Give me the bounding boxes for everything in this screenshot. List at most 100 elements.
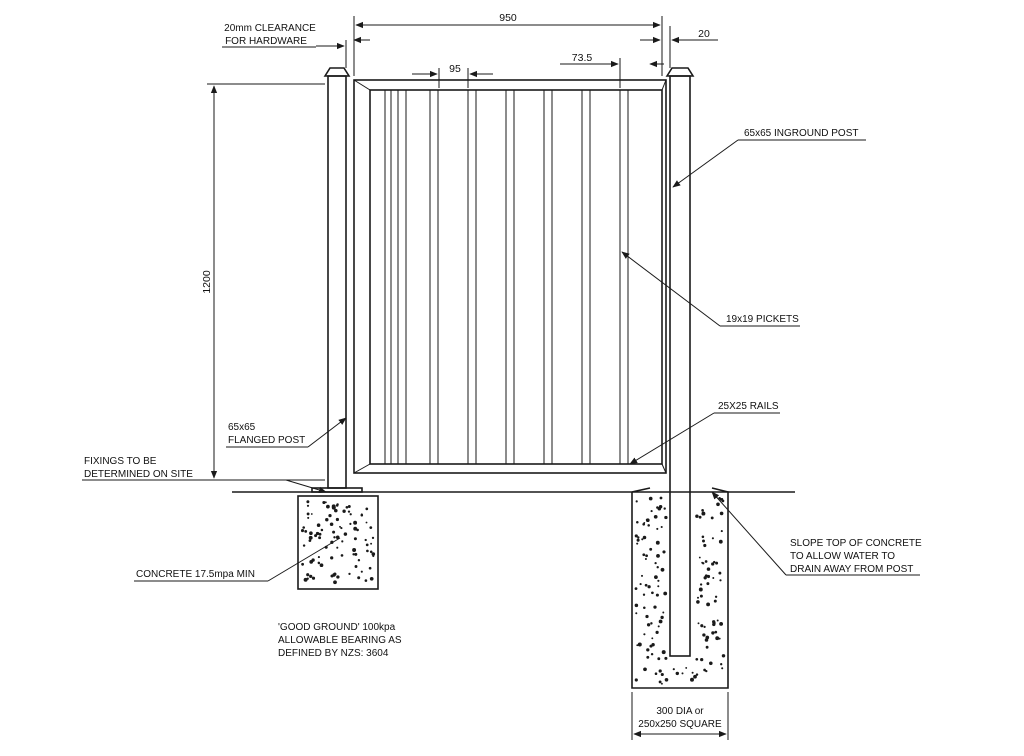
concrete-aggregate	[681, 672, 684, 675]
concrete-aggregate	[357, 559, 361, 562]
concrete-aggregate	[347, 510, 351, 513]
concrete-aggregate	[343, 532, 348, 536]
concrete-aggregate	[655, 540, 660, 545]
label-slope-line1: SLOPE TOP OF CONCRETE	[790, 538, 922, 549]
concrete-aggregate	[704, 638, 709, 642]
concrete-aggregate	[698, 515, 702, 519]
concrete-aggregate	[654, 672, 658, 675]
concrete-aggregate	[701, 511, 706, 516]
concrete-aggregate	[335, 517, 339, 522]
concrete-aggregate	[664, 656, 668, 660]
concrete-aggregate	[699, 594, 703, 598]
concrete-aggregate	[701, 509, 704, 512]
concrete-aggregate	[660, 567, 665, 572]
concrete-aggregate	[712, 622, 716, 627]
label-clearance-line1: 20mm CLEARANCE	[224, 23, 316, 34]
concrete-aggregate	[636, 644, 639, 647]
label-inground-post: 65x65 INGROUND POST	[744, 128, 858, 139]
concrete-aggregate	[705, 645, 709, 649]
concrete-aggregate	[645, 614, 649, 619]
concrete-aggregate	[643, 667, 647, 672]
concrete-aggregate	[364, 579, 368, 582]
concrete-aggregate	[709, 661, 713, 666]
concrete-aggregate	[721, 654, 726, 658]
concrete-aggregate	[348, 572, 351, 576]
concrete-aggregate	[646, 623, 651, 627]
concrete-aggregate	[347, 505, 351, 508]
concrete-aggregate	[711, 562, 715, 566]
concrete-aggregate	[719, 621, 724, 626]
concrete-aggregate	[306, 512, 310, 516]
concrete-aggregate	[335, 535, 340, 540]
concrete-aggregate	[718, 571, 722, 575]
concrete-aggregate	[326, 504, 330, 509]
concrete-aggregate	[675, 671, 680, 676]
concrete-aggregate	[704, 560, 708, 563]
concrete-aggregate	[309, 531, 313, 536]
picket	[384, 89, 392, 465]
concrete-aggregate	[661, 650, 666, 655]
concrete-aggregate	[349, 513, 352, 516]
dim-1200: 1200	[201, 270, 213, 294]
concrete-aggregate	[693, 674, 697, 679]
concrete-aggregate	[369, 526, 373, 529]
concrete-aggregate	[660, 615, 664, 620]
concrete-aggregate	[636, 542, 639, 545]
concrete-aggregate	[690, 677, 694, 682]
concrete-aggregate	[636, 520, 639, 524]
concrete-aggregate	[354, 565, 358, 568]
concrete-aggregate	[637, 536, 640, 539]
concrete-aggregate	[657, 579, 660, 582]
concrete-aggregate	[333, 536, 336, 539]
concrete-aggregate	[309, 574, 313, 579]
concrete-aggregate	[711, 631, 715, 635]
picket	[397, 89, 407, 465]
label-fixings-line1: FIXINGS TO BE	[84, 456, 157, 467]
picket	[543, 89, 553, 465]
concrete-aggregate	[720, 530, 723, 533]
dim-950: 950	[499, 12, 517, 24]
concrete-aggregate	[353, 526, 358, 531]
callout-fixings: FIXINGS TO BE DETERMINED ON SITE	[82, 456, 327, 493]
label-fixings-line2: DETERMINED ON SITE	[84, 469, 193, 480]
concrete-aggregate	[651, 637, 654, 640]
concrete-aggregate	[696, 600, 700, 604]
dimension-gate-height: 1200	[201, 83, 325, 481]
left-concrete-footing	[297, 495, 379, 590]
concrete-aggregate	[302, 544, 306, 547]
concrete-aggregate	[366, 549, 369, 553]
concrete-aggregate	[302, 526, 305, 529]
concrete-aggregate	[369, 550, 373, 554]
label-pickets: 19x19 PICKETS	[726, 314, 799, 325]
concrete-aggregate	[653, 605, 657, 609]
concrete-aggregate	[721, 667, 724, 670]
label-clearance-line2: FOR HARDWARE	[225, 36, 307, 47]
concrete-aggregate	[663, 591, 668, 596]
concrete-aggregate	[369, 576, 374, 581]
dim-95: 95	[449, 63, 461, 75]
concrete-aggregate	[368, 566, 372, 570]
concrete-aggregate	[317, 561, 321, 565]
concrete-aggregate	[336, 546, 339, 549]
concrete-aggregate	[330, 574, 334, 578]
concrete-aggregate	[664, 515, 668, 520]
concrete-aggregate	[310, 513, 313, 515]
concrete-aggregate	[340, 554, 344, 557]
concrete-aggregate	[716, 619, 719, 622]
concrete-aggregate	[701, 561, 704, 564]
concrete-aggregate	[325, 517, 329, 522]
concrete-aggregate	[703, 625, 706, 629]
concrete-aggregate	[334, 508, 338, 513]
concrete-aggregate	[700, 657, 704, 662]
concrete-aggregate	[662, 550, 666, 554]
concrete-aggregate	[700, 624, 704, 628]
concrete-aggregate	[353, 520, 358, 525]
concrete-aggregate	[311, 576, 316, 580]
concrete-aggregate	[642, 553, 646, 557]
concrete-aggregate	[304, 529, 308, 533]
concrete-aggregate	[701, 535, 705, 539]
concrete-aggregate	[328, 513, 332, 518]
concrete-aggregate	[715, 561, 719, 565]
picket	[619, 89, 629, 465]
